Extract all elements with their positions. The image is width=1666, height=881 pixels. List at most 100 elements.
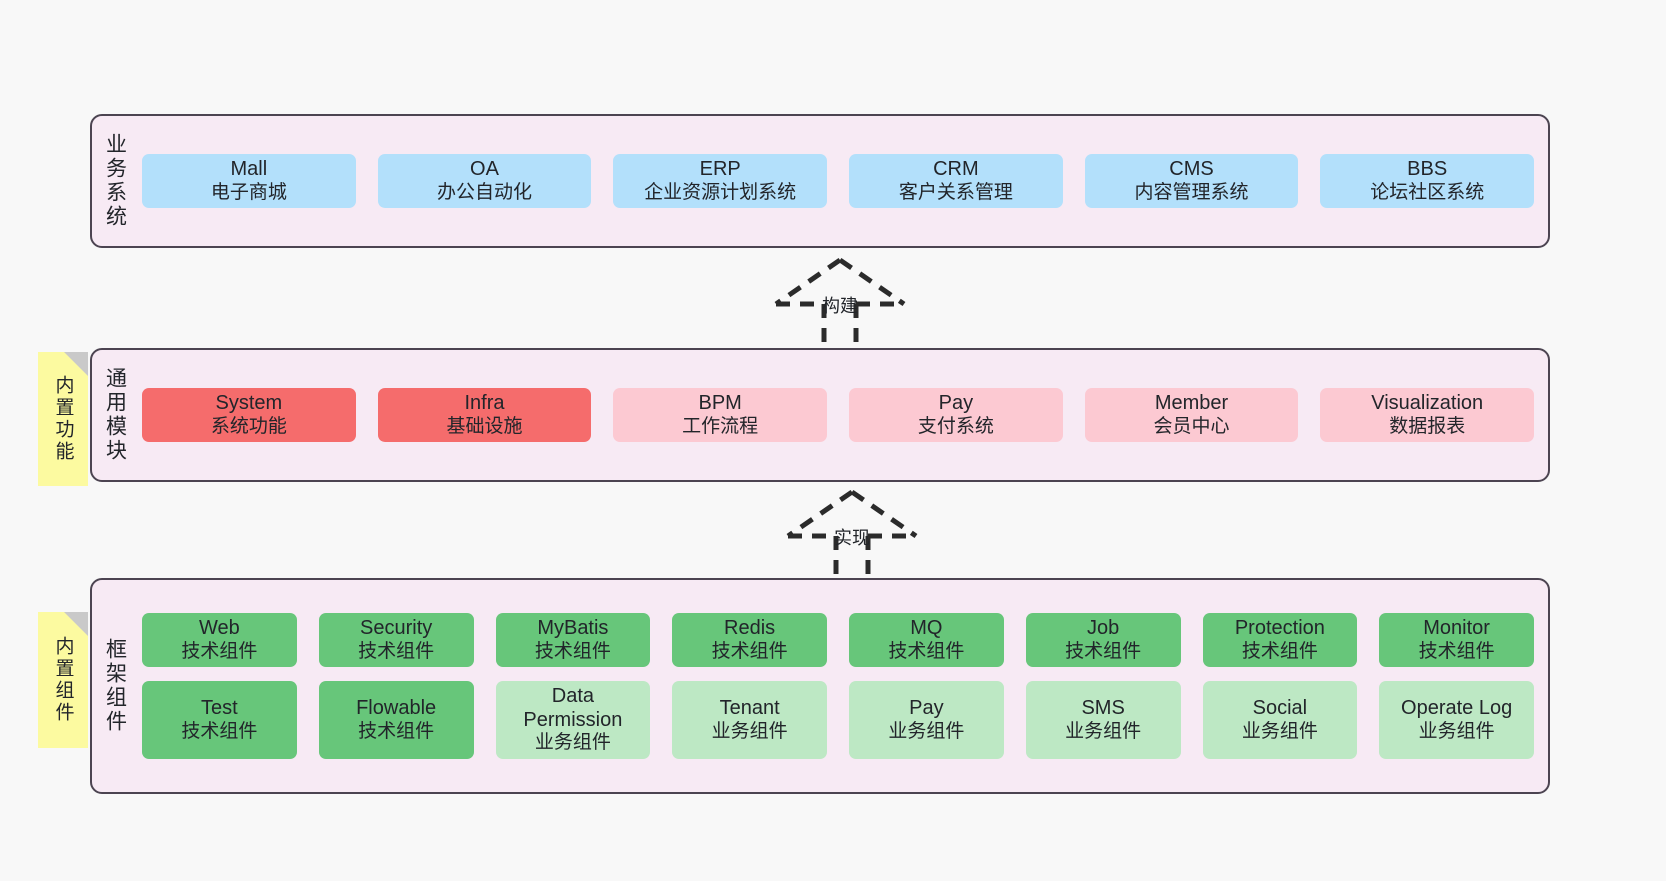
module-description: 内容管理系统 xyxy=(1134,181,1249,203)
module-name: BBS xyxy=(1407,158,1448,180)
layer-title: 通用模块 xyxy=(103,367,127,463)
module-description: 论坛社区系统 xyxy=(1370,181,1485,203)
layer-title: 框架组件 xyxy=(103,638,127,734)
module-description: 业务组件 xyxy=(534,732,611,754)
module-name: CMS xyxy=(1169,158,1214,180)
sticky-note-common-modules: 内置功能 xyxy=(38,352,88,486)
module-name: Redis xyxy=(724,617,776,640)
module-name: MQ xyxy=(910,617,943,640)
module-name: Protection xyxy=(1234,617,1325,640)
sticky-note-label: 内置组件 xyxy=(52,636,74,724)
module-name: Flowable xyxy=(356,697,437,719)
module-name: ERP xyxy=(699,158,741,180)
module-name: System xyxy=(215,392,283,414)
module-description: 基础设施 xyxy=(446,415,523,437)
module-description: 技术组件 xyxy=(1065,640,1142,662)
layer-title: 业务系统 xyxy=(103,133,127,229)
module-description: 业务组件 xyxy=(1241,720,1318,742)
module-name: OA xyxy=(470,158,499,180)
module-name: Web xyxy=(198,617,240,640)
module-description: 技术组件 xyxy=(1241,640,1318,662)
module-name: MyBatis xyxy=(537,617,609,640)
module-name: Job xyxy=(1087,617,1120,640)
module-description: 技术组件 xyxy=(534,640,611,662)
module-name: Visualization xyxy=(1371,392,1484,414)
sticky-note-label: 内置功能 xyxy=(52,375,74,463)
connector-label: 构建 xyxy=(822,296,858,316)
connector-implement: 实现 xyxy=(772,488,932,584)
module-description: 会员中心 xyxy=(1153,415,1230,437)
module-name: Pay xyxy=(909,697,944,719)
module-name: Data Permission xyxy=(523,685,623,731)
module-description: 企业资源计划系统 xyxy=(644,181,797,203)
generalization-arrow-icon xyxy=(786,489,918,584)
module-description: 工作流程 xyxy=(682,415,759,437)
connector-build: 构建 xyxy=(760,256,920,352)
module-name: Infra xyxy=(464,392,505,414)
module-description: 技术组件 xyxy=(888,640,965,662)
module-description: 系统功能 xyxy=(210,415,287,437)
module-description: 技术组件 xyxy=(1418,640,1495,662)
module-description: 业务组件 xyxy=(888,720,965,742)
module-name: Test xyxy=(201,697,238,719)
module-description: 数据报表 xyxy=(1389,415,1466,437)
module-description: 技术组件 xyxy=(711,640,788,662)
module-name: Monitor xyxy=(1423,617,1490,640)
connector-label: 实现 xyxy=(834,528,870,548)
module-description: 技术组件 xyxy=(181,720,258,742)
module-name: Security xyxy=(360,617,433,640)
sticky-note-framework-components: 内置组件 xyxy=(38,612,88,748)
module-description: 业务组件 xyxy=(1418,720,1495,742)
module-description: 技术组件 xyxy=(358,720,435,742)
module-description: 技术组件 xyxy=(181,640,258,662)
module-name: CRM xyxy=(933,158,979,180)
module-name: Member xyxy=(1154,392,1229,414)
module-description: 办公自动化 xyxy=(437,181,533,203)
module-name: SMS xyxy=(1081,697,1125,719)
module-description: 业务组件 xyxy=(1065,720,1142,742)
module-name: Mall xyxy=(230,158,268,180)
module-description: 业务组件 xyxy=(711,720,788,742)
module-name: Social xyxy=(1252,697,1308,719)
module-name: Operate Log xyxy=(1401,697,1513,719)
module-description: 技术组件 xyxy=(358,640,435,662)
